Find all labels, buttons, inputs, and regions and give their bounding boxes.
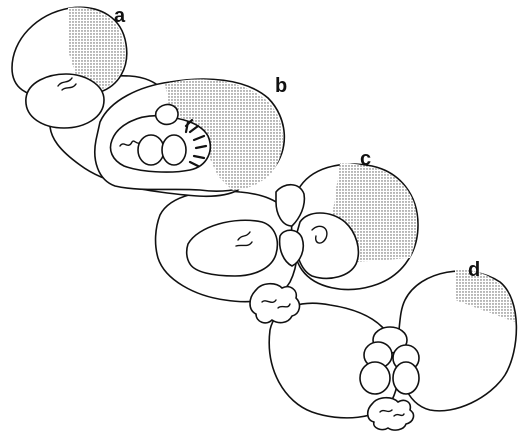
stage-d-cell-right-lower (393, 362, 419, 394)
stage-b-cell-cap (156, 105, 178, 125)
stage-b-cell-right (162, 135, 186, 165)
label-a: a (114, 5, 126, 27)
stage-d: d (269, 259, 516, 430)
label-b: b (275, 75, 287, 97)
stage-c-base-blob (250, 284, 299, 323)
stage-d-base-blob (368, 398, 414, 430)
stage-b-cell-left (138, 135, 164, 165)
label-c: c (360, 148, 371, 170)
label-d: d (468, 259, 480, 281)
stage-d-cell-left-lower (360, 362, 390, 394)
